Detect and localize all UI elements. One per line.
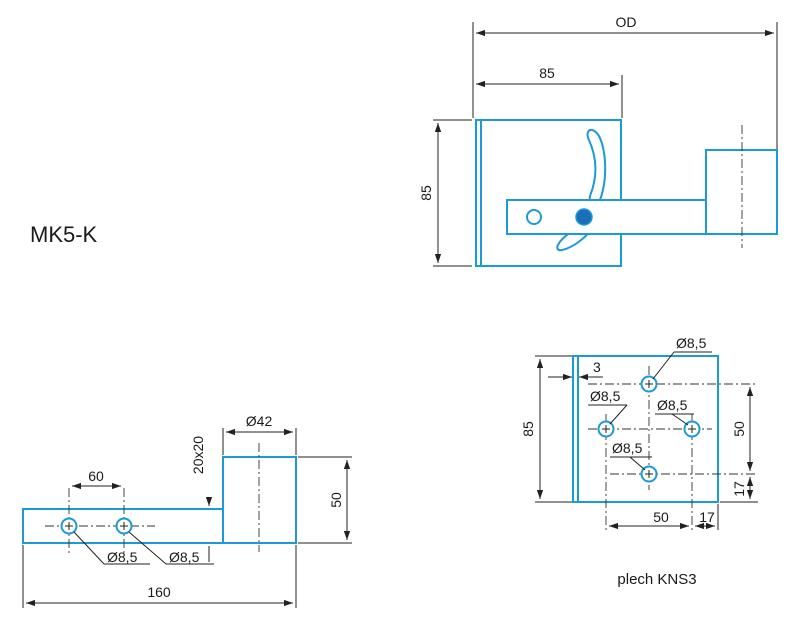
hole-bolt — [575, 208, 593, 226]
leader-line — [128, 531, 167, 565]
dim-label-side-section: 20x20 — [190, 436, 206, 474]
dim-label-plate-right-edge: 17 — [699, 509, 715, 525]
plate-view: Ø8,5 Ø8,5 Ø8,5 Ø8,5 3 85 50 17 50 — [520, 335, 758, 588]
hole-cross-marks — [65, 522, 128, 530]
dim-label-plate-hole-left: Ø8,5 — [590, 388, 621, 404]
leader-line — [73, 531, 105, 565]
leader-line — [629, 456, 646, 471]
dim-label-od: OD — [616, 14, 637, 30]
hole-cross-marks — [602, 380, 696, 478]
dim-label-side-hole-right: Ø8,5 — [169, 549, 200, 565]
top-view: OD 85 85 — [418, 14, 778, 267]
dim-label-plate-hspacing: 50 — [653, 509, 669, 525]
dim-label-side-spacing: 60 — [88, 468, 104, 484]
leader-line — [652, 351, 675, 380]
side-tube-outline — [222, 456, 297, 544]
side-view: 60 Ø8,5 Ø8,5 Ø42 50 20x20 160 — [22, 413, 352, 608]
tube-outline — [705, 149, 778, 235]
dim-label-plate-bottom-edge: 17 — [731, 481, 747, 497]
leader-line — [671, 413, 689, 426]
hole-open — [526, 209, 542, 225]
drawing-title: MK5-K — [30, 222, 98, 247]
plate-caption: plech KNS3 — [617, 571, 696, 588]
dim-label-plate-offset: 3 — [593, 359, 601, 375]
dim-label-top-height: 85 — [418, 185, 434, 201]
dim-label-side-tube-height: 50 — [328, 492, 344, 508]
dim-label-plate-hole-right: Ø8,5 — [657, 397, 688, 413]
dim-label-side-hole-left: Ø8,5 — [107, 549, 138, 565]
dim-label-plate-vspacing: 50 — [731, 421, 747, 437]
dim-label-side-tube-diameter: Ø42 — [246, 413, 273, 429]
dim-label-plate-height: 85 — [520, 421, 536, 437]
dim-label-side-length: 160 — [147, 584, 171, 600]
leader-line — [609, 404, 628, 425]
dim-label-top-width: 85 — [539, 65, 555, 81]
dim-label-plate-hole-top: Ø8,5 — [676, 335, 707, 351]
dim-label-plate-hole-bottom: Ø8,5 — [612, 440, 643, 456]
